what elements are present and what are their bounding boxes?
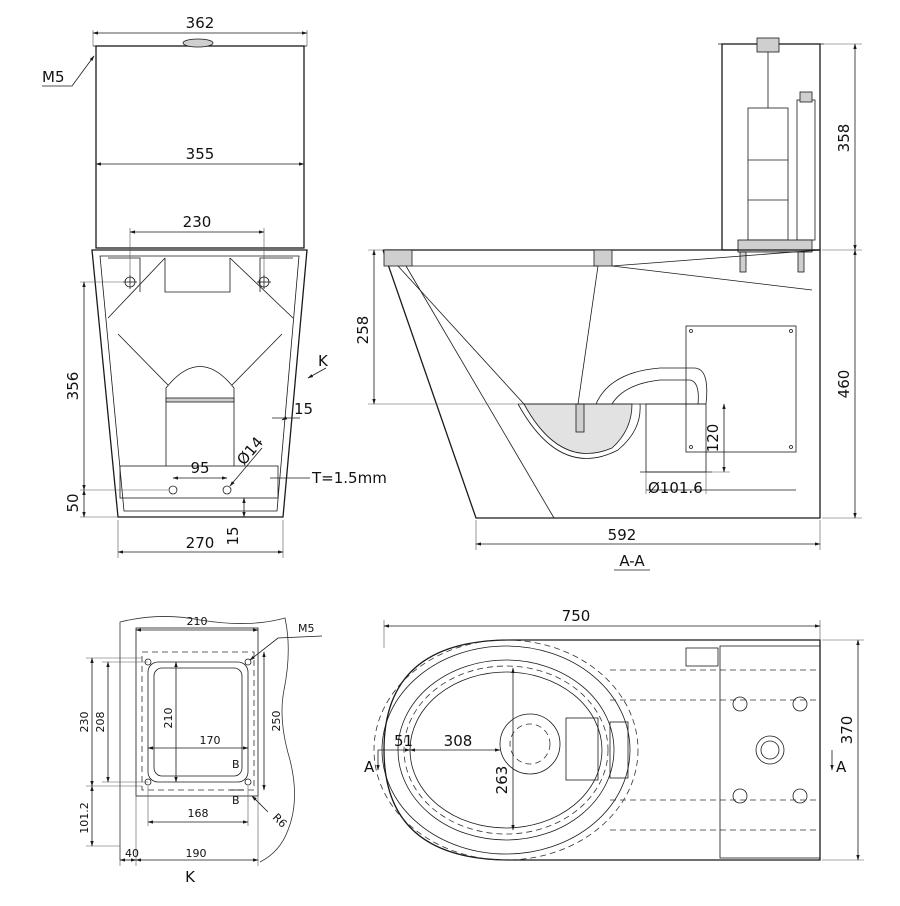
dim-101-2: 101.2 [78, 802, 91, 834]
dim-460: 460 [835, 370, 853, 399]
label-r6: R6 [270, 811, 290, 831]
dim-51: 51 [394, 732, 413, 750]
dim-170: 170 [200, 734, 221, 747]
dim-168: 168 [188, 807, 209, 820]
section-label: A-A [619, 552, 645, 570]
dim-362: 362 [186, 14, 215, 32]
dim-190: 190 [186, 847, 207, 860]
dim-210-inner: 210 [162, 708, 175, 729]
dim-15-bottom: 15 [224, 526, 242, 545]
dim-250: 250 [270, 711, 283, 732]
section-view: 358 460 258 120 [354, 37, 862, 571]
dim-358: 358 [835, 124, 853, 153]
label-b-top: B [232, 758, 240, 771]
dim-d101-6: Ø101.6 [648, 479, 703, 497]
dim-355: 355 [186, 145, 215, 163]
label-m5-floor: M5 [298, 622, 315, 635]
floor-view: 210 M5 210 170 B B 168 R6 230 208 101.2 … [78, 615, 323, 886]
dim-258: 258 [354, 316, 372, 345]
dim-356: 356 [64, 372, 82, 401]
dim-230: 230 [183, 213, 212, 231]
floor-view-label: K [185, 868, 196, 886]
dim-308: 308 [444, 732, 473, 750]
dim-270: 270 [186, 534, 215, 552]
dim-750: 750 [562, 607, 591, 625]
dim-15-side: 15 [294, 400, 313, 418]
dim-50: 50 [64, 493, 82, 512]
dim-d14: Ø14 [233, 433, 267, 468]
label-m5: M5 [42, 68, 65, 86]
thickness-note: T=1.5mm [311, 469, 387, 487]
dim-40: 40 [125, 847, 139, 860]
bowl-section [382, 249, 821, 519]
section-marker-a-left: A [364, 758, 375, 776]
bowl-body [91, 249, 308, 518]
dim-592: 592 [608, 526, 637, 544]
front-view: 362 M5 355 230 [42, 14, 387, 558]
dim-210-top: 210 [187, 615, 208, 628]
dim-120: 120 [704, 424, 722, 453]
dim-263: 263 [493, 766, 511, 795]
view-arrow-k: K [318, 352, 329, 370]
cistern [721, 43, 821, 251]
dim-95: 95 [190, 459, 209, 477]
top-view: 750 370 51 308 263 A A [364, 607, 864, 861]
label-b-bottom: B [232, 794, 240, 807]
dim-370: 370 [838, 716, 856, 745]
section-marker-a-right: A [836, 758, 847, 776]
dim-230-floor: 230 [78, 712, 91, 733]
dim-208: 208 [94, 712, 107, 733]
